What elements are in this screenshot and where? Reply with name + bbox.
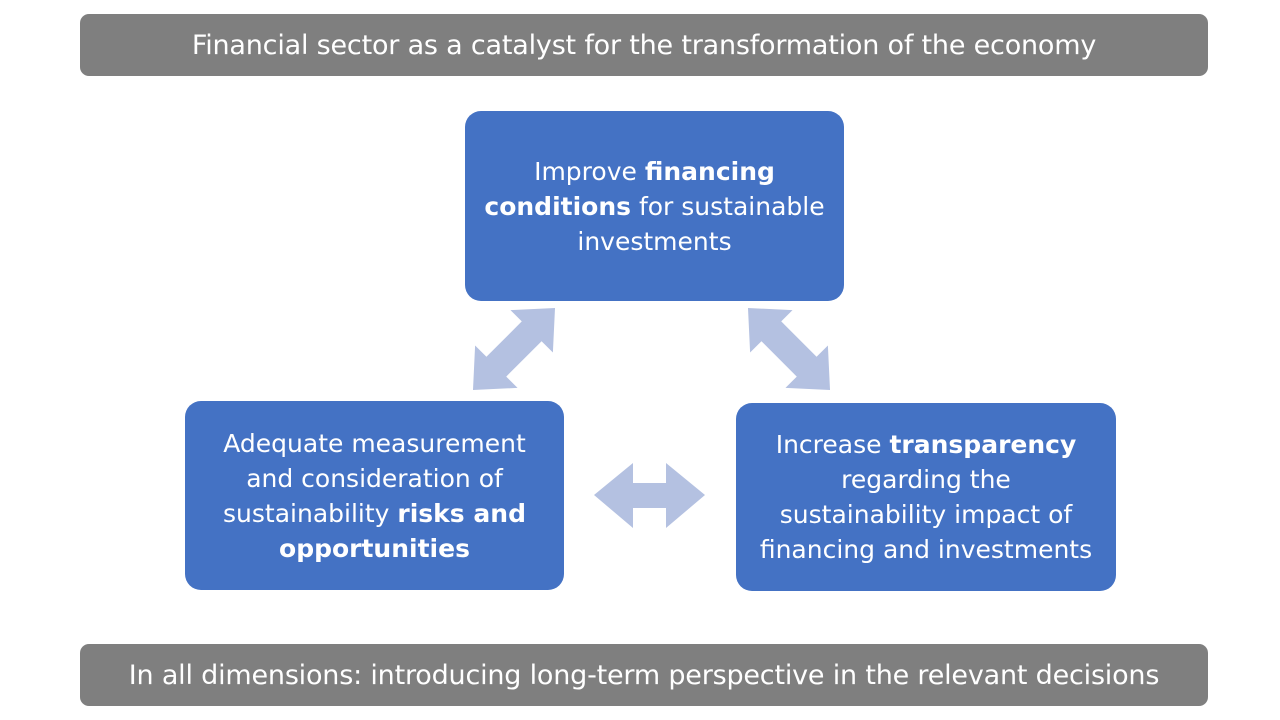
- box-text-bold: risks and opportunities: [279, 498, 526, 563]
- box-text-post: for sustainable investments: [577, 191, 825, 256]
- box-text-bold: financing conditions: [484, 156, 775, 221]
- footer-banner: In all dimensions: introducing long-term…: [80, 644, 1208, 706]
- header-banner: Financial sector as a catalyst for the t…: [80, 14, 1208, 76]
- double-arrow-icon: [594, 463, 705, 528]
- box-text-pre: Increase: [775, 430, 890, 459]
- box-text-pre: Improve: [534, 156, 645, 186]
- box-text-post: regarding the sustainability impact of f…: [759, 465, 1093, 564]
- financing-conditions-box: Improve financing conditions for sustain…: [465, 111, 844, 301]
- risks-opportunities-text: Adequate measurement and consideration o…: [203, 426, 546, 566]
- double-arrow-icon: [747, 307, 831, 391]
- transparency-text: Increase transparency regarding the sust…: [754, 427, 1098, 567]
- footer-banner-text: In all dimensions: introducing long-term…: [128, 659, 1160, 691]
- financing-conditions-text: Improve financing conditions for sustain…: [483, 154, 826, 259]
- box-text-pre: Adequate measurement and consideration o…: [223, 428, 526, 528]
- header-banner-text: Financial sector as a catalyst for the t…: [191, 29, 1097, 61]
- box-text-bold: transparency: [889, 430, 1077, 459]
- risks-opportunities-box: Adequate measurement and consideration o…: [185, 401, 564, 590]
- transparency-box: Increase transparency regarding the sust…: [736, 403, 1116, 591]
- double-arrow-icon: [472, 307, 556, 391]
